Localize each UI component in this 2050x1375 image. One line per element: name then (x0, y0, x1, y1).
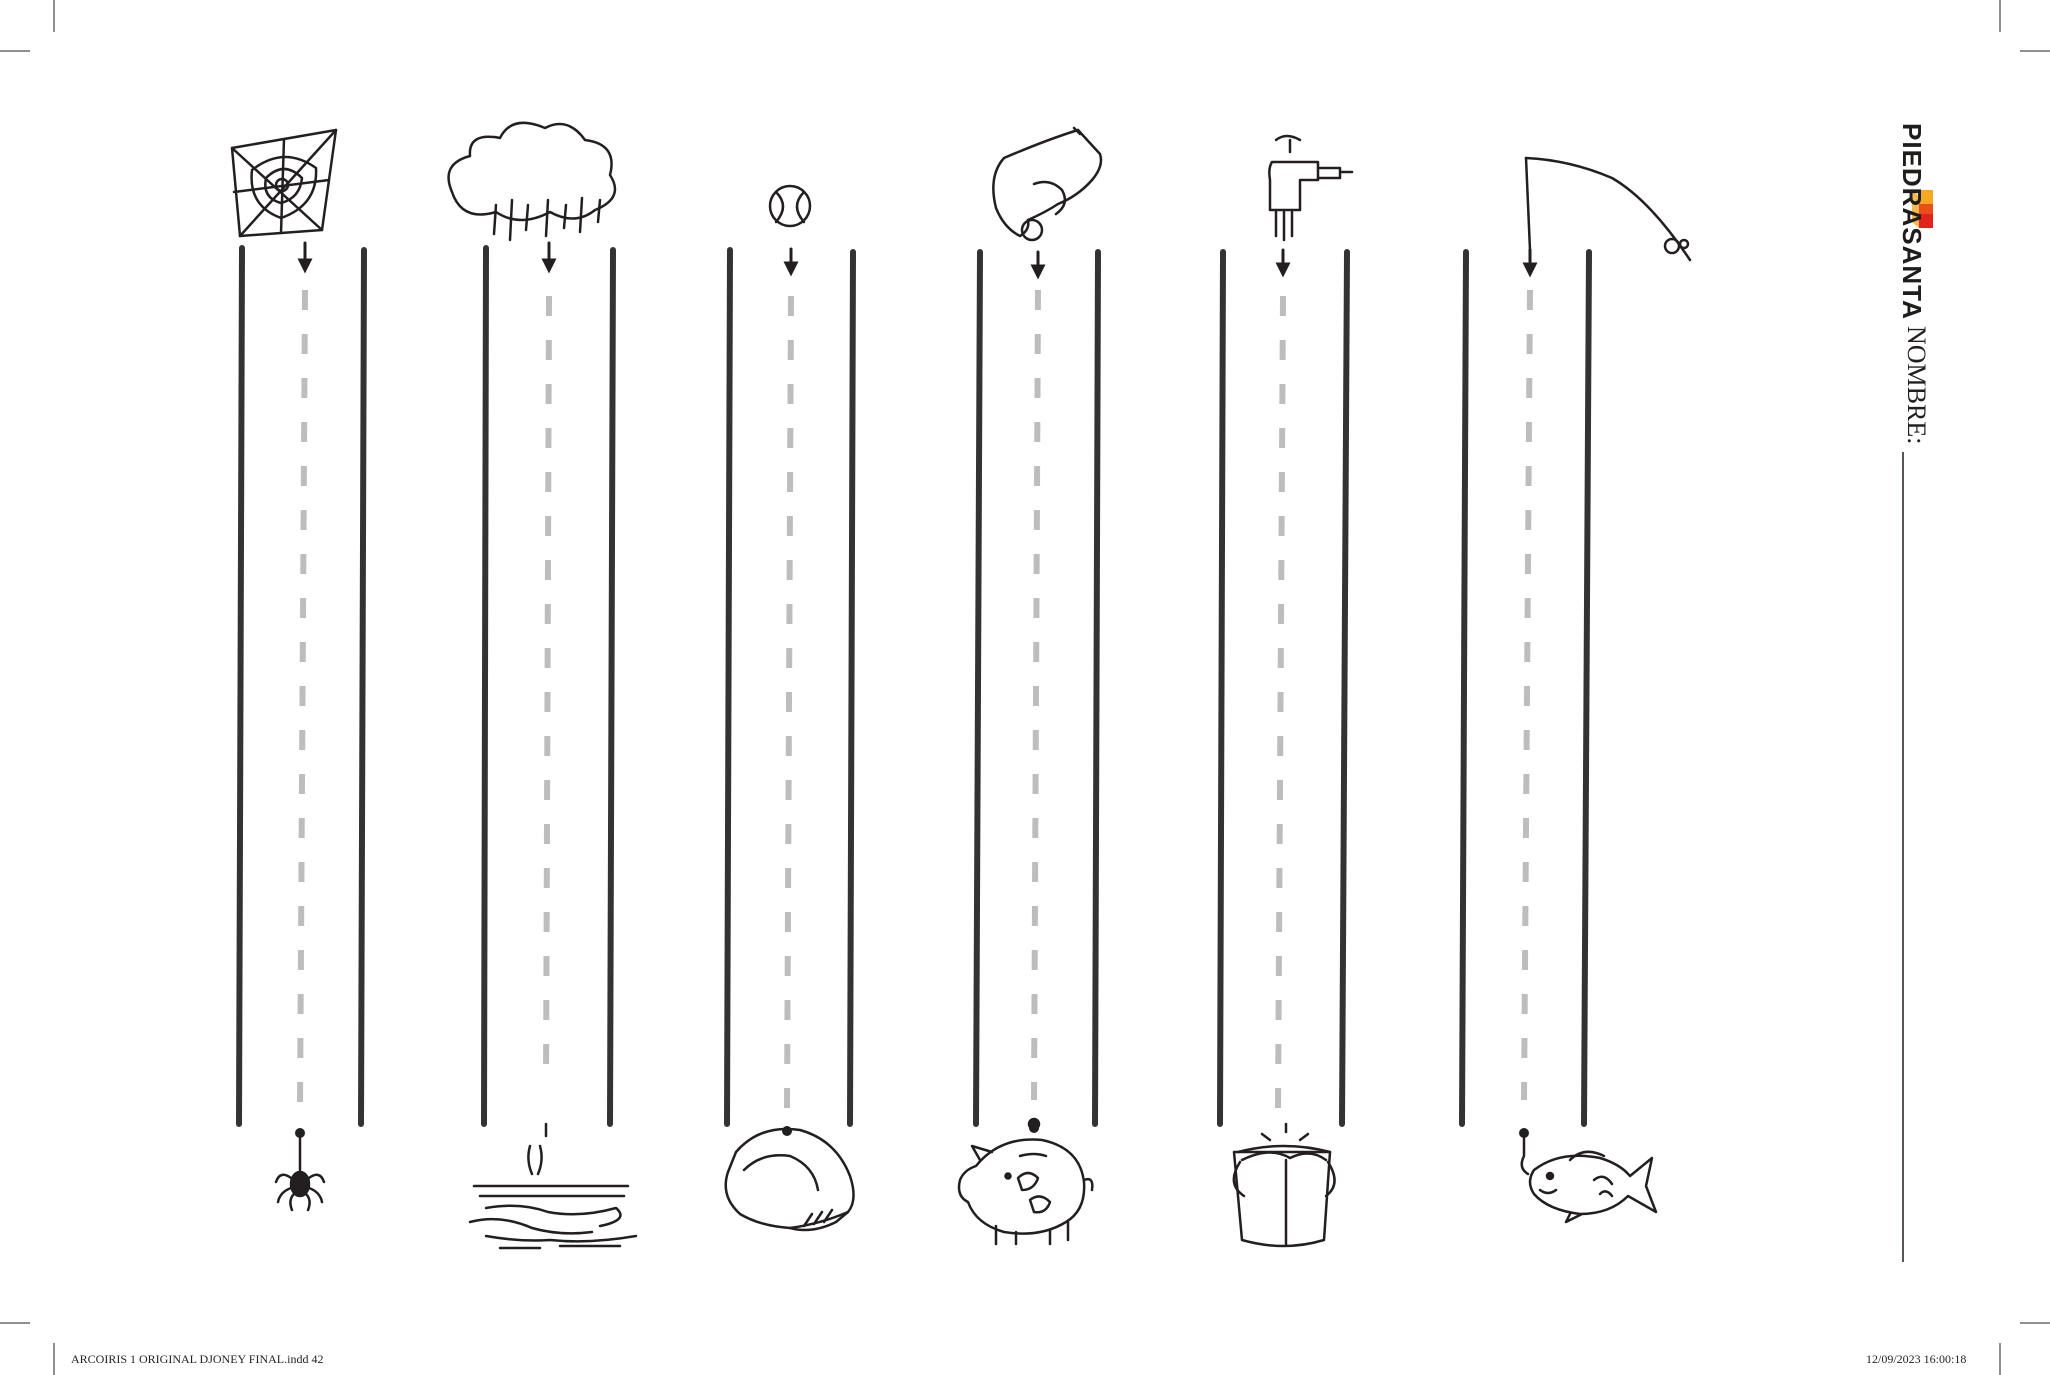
lane-4 (973, 249, 1101, 1133)
lane-end-dot (782, 1126, 792, 1136)
dashed-trace-line[interactable] (543, 295, 552, 1086)
lane-1 (236, 241, 367, 1138)
rain-cloud-icon (447, 121, 617, 242)
lane-left-rail (724, 247, 733, 1127)
piggy-bank-icon (957, 1117, 1094, 1246)
brand-name: PIEDRASANTA (1897, 123, 1927, 320)
baseball-icon (768, 184, 812, 228)
name-label: NOMBRE: (1902, 326, 1931, 445)
bottom-illustrations (274, 1117, 1658, 1250)
brand-logo-icon (1912, 190, 1933, 228)
lane-right-rail (1092, 249, 1101, 1127)
lane-right-rail (1339, 249, 1350, 1127)
puddle-icon (468, 1122, 638, 1250)
file-slug: ARCOIRIS 1 ORIGINAL DJONEY FINAL.indd 42 (71, 1352, 324, 1366)
lane-right-rail (1581, 249, 1592, 1127)
lane-end-dot (1519, 1128, 1529, 1138)
dashed-trace-line[interactable] (1031, 289, 1041, 1101)
dashed-trace-line[interactable] (1275, 295, 1286, 1111)
dashed-trace-line[interactable] (1521, 289, 1533, 1101)
lane-right-rail (358, 247, 367, 1127)
hand-with-coin-icon (992, 126, 1103, 242)
brand-wordmark: PIEDRASANTA (1892, 123, 1932, 320)
lane-left-rail (1217, 249, 1226, 1127)
lane-6 (1459, 248, 1592, 1138)
lane-5 (1217, 248, 1350, 1127)
dashed-trace-line[interactable] (784, 295, 794, 1111)
lane-2 (481, 241, 616, 1127)
print-timestamp: 12/09/2023 16:00:18 (1866, 1352, 1967, 1366)
tracing-lanes (236, 241, 1592, 1138)
lane-left-rail (481, 245, 489, 1127)
lane-right-rail (847, 249, 856, 1127)
spider-icon (274, 1136, 326, 1212)
lane-right-rail (607, 247, 616, 1127)
lane-3 (724, 247, 856, 1136)
lane-end-dot (295, 1128, 305, 1138)
lane-left-rail (973, 249, 983, 1127)
lane-left-rail (236, 245, 245, 1127)
fish-icon (1520, 1136, 1658, 1224)
top-illustrations (230, 121, 1692, 262)
baseball-glove-icon (724, 1127, 855, 1232)
lane-left-rail (1459, 249, 1469, 1127)
water-faucet-icon (1268, 134, 1354, 242)
fishing-rod-icon (1524, 156, 1692, 262)
bucket-icon (1232, 1122, 1336, 1248)
dashed-trace-line[interactable] (297, 289, 308, 1111)
spider-web-icon (230, 128, 338, 238)
